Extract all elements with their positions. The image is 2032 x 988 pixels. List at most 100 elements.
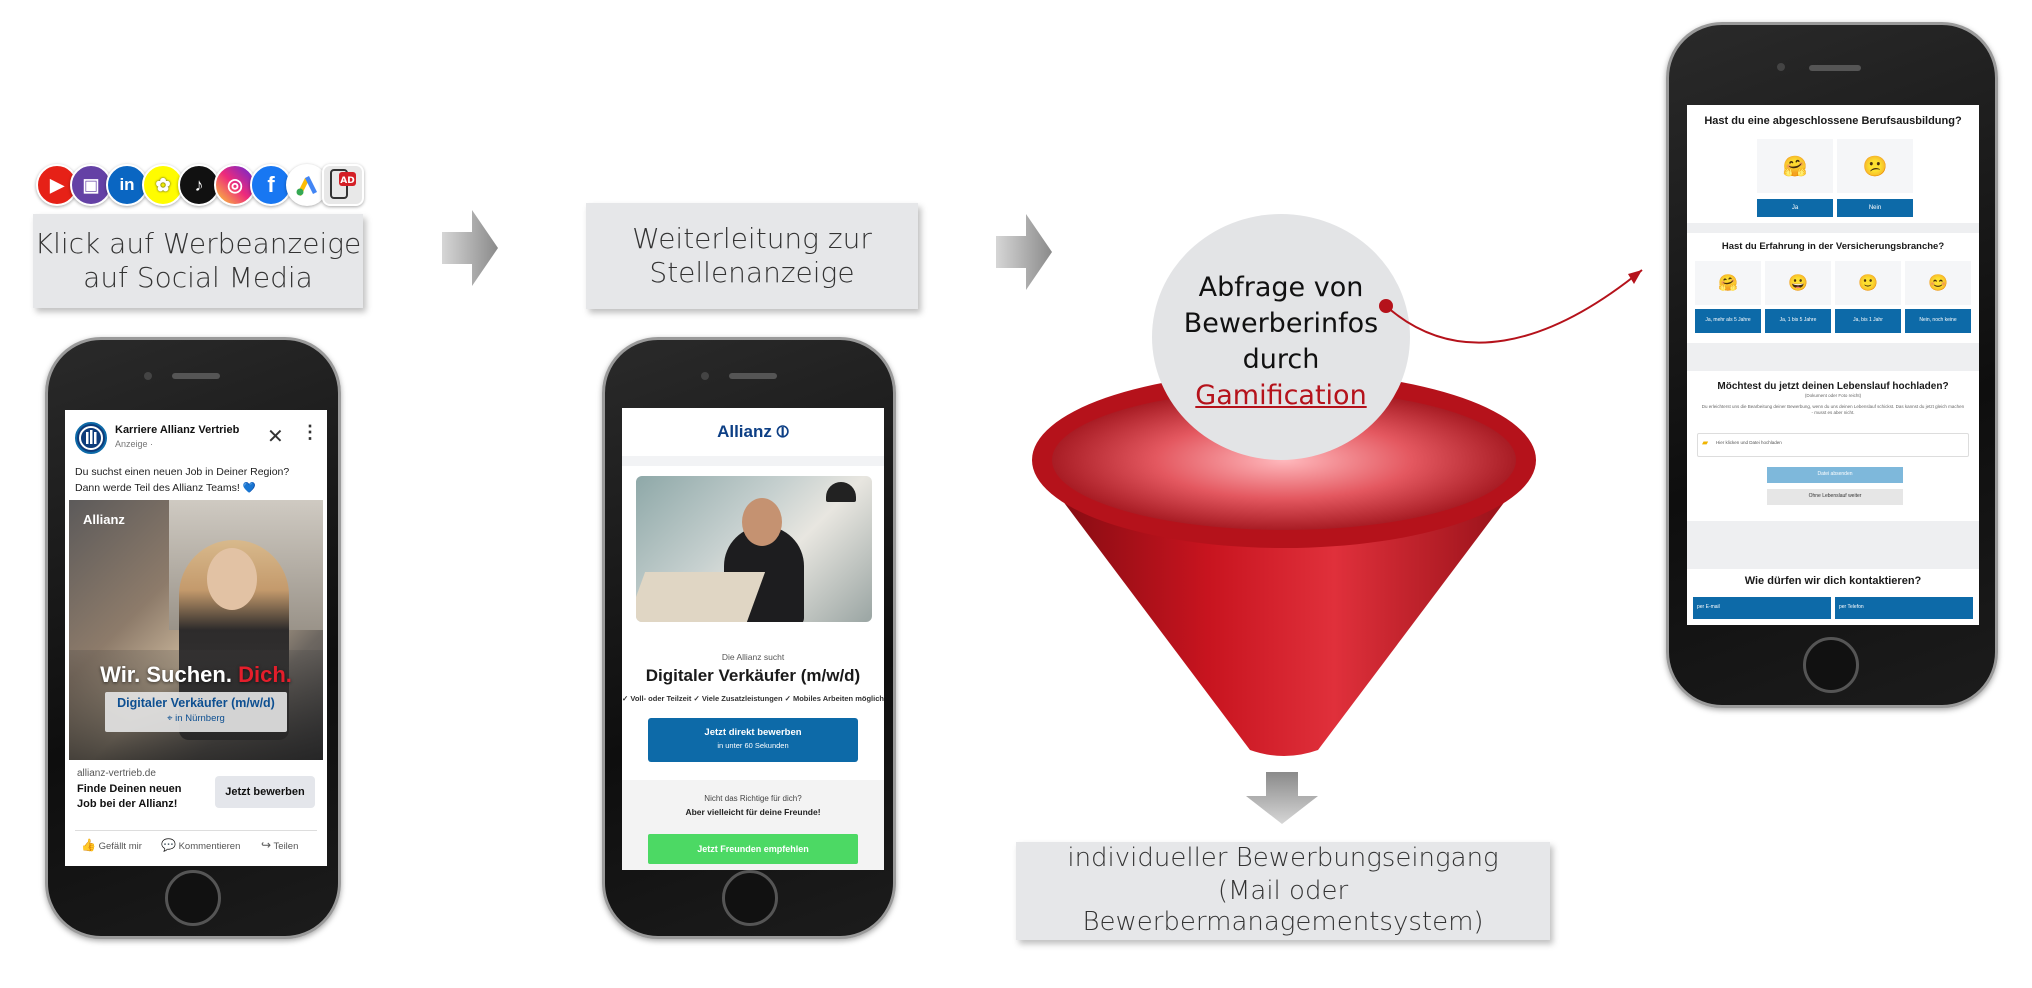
result-label: individueller Bewerbungseingang (Mail od… [1016, 842, 1550, 940]
phone1-screen: Karriere Allianz Vertrieb Anzeige · ✕ ⋮ … [65, 410, 327, 866]
answer-no-button[interactable]: Nein [1837, 199, 1913, 217]
allianz-page-avatar[interactable] [75, 422, 107, 454]
speaker [1809, 65, 1861, 71]
share-icon: ↪ [261, 838, 272, 852]
apply-now-label: Jetzt direkt bewerben [704, 727, 802, 738]
comment-label: Kommentieren [178, 841, 241, 852]
ad-location-text: in Nürnberg [175, 713, 225, 724]
result-label-line1: individueller Bewerbungseingang [1067, 843, 1499, 874]
question2-title: Hast du Erfahrung in der Versicherungsbr… [1721, 241, 1945, 252]
allianz-logo-text: Allianz [717, 422, 772, 441]
friends-question: Aber vielleicht für deine Freunde! [685, 807, 821, 817]
phone-gamification: Hast du eine abgeschlossene Berufsausbil… [1666, 22, 1998, 708]
more-options-icon[interactable]: ⋮ [301, 422, 319, 442]
experience-5plus-button[interactable]: Ja, mehr als 5 Jahre [1695, 309, 1761, 333]
header-divider [622, 456, 884, 466]
upload-label: Hier klicken und Datei hochladen [1716, 440, 1782, 445]
funnel-graphic [1028, 360, 1540, 765]
ad-image[interactable]: Allianz Wir. Suchen. Dich. Digitaler Ver… [69, 500, 323, 760]
skip-cv-button[interactable]: Ohne Lebenslauf weiter [1767, 489, 1903, 505]
apply-now-sub: in unter 60 Sekunden [717, 741, 789, 750]
ad-domain: allianz-vertrieb.de [77, 768, 156, 779]
share-label: Teilen [273, 841, 299, 852]
ad-job-title: Digitaler Verkäufer (m/w/d) [117, 696, 275, 710]
jetzt-bewerben-button[interactable]: Jetzt bewerben [215, 776, 315, 808]
step2-label: Weiterleitung zur Stellenanzeige [586, 203, 918, 309]
speaker [172, 373, 220, 379]
man-face [742, 498, 782, 546]
question2-card: Hast du Erfahrung in der Versicherungsbr… [1687, 233, 1979, 343]
home-button[interactable] [1803, 637, 1859, 693]
question1-card: Hast du eine abgeschlossene Berufsausbil… [1687, 105, 1979, 223]
linkedin-icon: in [106, 164, 148, 206]
camera [701, 372, 709, 380]
home-button[interactable] [722, 870, 778, 926]
page-name[interactable]: Karriere Allianz Vertrieb [115, 424, 240, 436]
apply-now-button[interactable]: Jetzt direkt bewerben in unter 60 Sekund… [648, 718, 858, 762]
experience-lt1-card[interactable]: 🙂 [1835, 261, 1901, 305]
submit-file-button[interactable]: Datei absenden [1767, 467, 1903, 483]
job-title: Digitaler Verkäufer (m/w/d) [645, 666, 861, 685]
experience-lt1-button[interactable]: Ja, bis 1 Jahr [1835, 309, 1901, 333]
job-kicker: Die Allianz sucht [721, 652, 785, 662]
not-right-text: Nicht das Richtige für dich? [704, 794, 802, 803]
upload-field[interactable]: ▰ Hier klicken und Datei hochladen [1697, 433, 1969, 457]
woman-face [207, 548, 257, 610]
smile-face-icon: 🙂 [1858, 275, 1878, 292]
funnel-line1: Abfrage von [1198, 272, 1364, 303]
home-button[interactable] [165, 870, 221, 926]
camera [144, 372, 152, 380]
answer-no-card[interactable]: 😕 [1837, 139, 1913, 193]
thumbs-up-icon: 👍 [81, 838, 96, 852]
funnel-opening [1052, 390, 1516, 530]
question3-card: Möchtest du jetzt deinen Lebenslauf hoch… [1687, 371, 1979, 521]
recommend-section: Nicht das Richtige für dich? Aber vielle… [622, 780, 884, 870]
question1-title: Hast du eine abgeschlossene Berufsausbil… [1704, 115, 1962, 127]
comment-button[interactable]: 💬 Kommentieren [161, 838, 240, 852]
sponsored-label: Anzeige · [115, 439, 154, 449]
down-arrow-icon [1246, 772, 1318, 824]
answer-yes-card[interactable]: 🤗 [1757, 139, 1833, 193]
experience-5plus-card[interactable]: 🤗 [1695, 261, 1761, 305]
allianz-eagle-icon: ⦶ [776, 422, 789, 441]
phone-social-ad: Karriere Allianz Vertrieb Anzeige · ✕ ⋮ … [45, 337, 341, 939]
ad-image-brand: Allianz [83, 512, 125, 527]
step2-label-line2: Stellenanzeige [649, 256, 855, 289]
ad-cta-line1: Finde Deinen neuen [77, 783, 182, 795]
grin-face-icon: 😀 [1788, 275, 1808, 292]
happy-face-icon: 🤗 [1782, 155, 1808, 178]
result-label-line2: (Mail oder Bewerbermanagementsystem) [1082, 876, 1484, 938]
share-button[interactable]: ↪ Teilen [261, 838, 298, 852]
svg-text:AD: AD [340, 176, 354, 186]
right-arrow-icon [442, 210, 498, 286]
allianz-logo: Allianz ⦶ [622, 422, 884, 442]
ad-headline-b: Dich. [238, 662, 292, 687]
question4-card: Wie dürfen wir dich kontaktieren? per E-… [1687, 569, 1979, 625]
facebook-icon: f [250, 164, 292, 206]
confused-face-icon: 😕 [1862, 155, 1888, 178]
twitch-icon: ▣ [70, 164, 112, 206]
mobile-ad-icon: AD [322, 164, 364, 206]
contact-email-button[interactable]: per E-mail [1693, 597, 1831, 619]
hugging-face-icon: 🤗 [1718, 275, 1738, 292]
gamification-link[interactable]: Gamification [1195, 380, 1367, 411]
comment-icon: 💬 [161, 838, 176, 852]
experience-1-5-card[interactable]: 😀 [1765, 261, 1831, 305]
step1-label-line2: auf Social Media [83, 261, 313, 294]
phone3-screen: Hast du eine abgeschlossene Berufsausbil… [1687, 105, 1979, 625]
close-icon[interactable]: ✕ [267, 426, 284, 448]
experience-1-5-button[interactable]: Ja, 1 bis 5 Jahre [1765, 309, 1831, 333]
experience-none-card[interactable]: 😊 [1905, 261, 1971, 305]
experience-none-button[interactable]: Nein, noch keine [1905, 309, 1971, 333]
recommend-button[interactable]: Jetzt Freunden empfehlen [648, 834, 858, 864]
question3-subtitle: (Dokument oder Foto reicht) [1804, 393, 1862, 398]
phone2-screen: Allianz ⦶ Die Allianz sucht Digitaler Ve… [622, 408, 884, 870]
tiktok-icon: ♪ [178, 164, 220, 206]
answer-yes-button[interactable]: Ja [1757, 199, 1833, 217]
funnel-line2: Bewerberinfos [1183, 308, 1379, 339]
like-label: Gefällt mir [98, 841, 142, 852]
folder-icon: ▰ [1702, 438, 1709, 447]
social-icons-row: ▶ ▣ in ✿ ♪ ◎ f AD [36, 162, 366, 210]
contact-phone-button[interactable]: per Telefon [1835, 597, 1973, 619]
like-button[interactable]: 👍 Gefällt mir [81, 838, 142, 852]
